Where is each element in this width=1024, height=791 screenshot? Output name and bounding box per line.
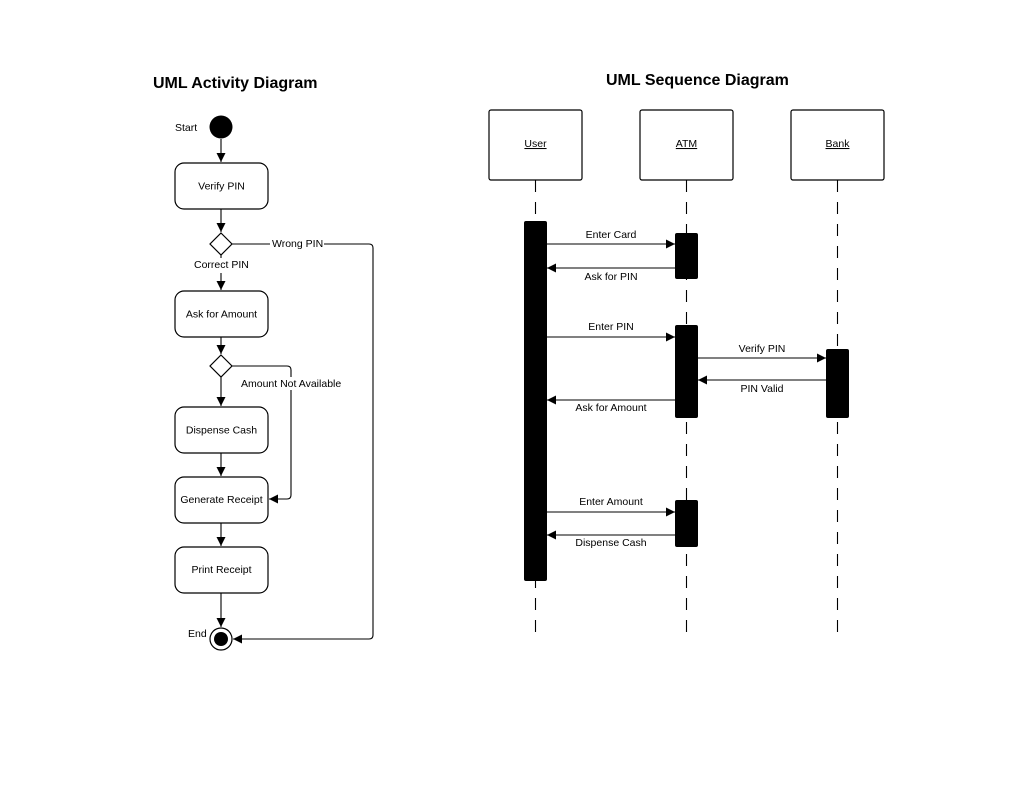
start-label: Start [175, 122, 197, 134]
guard-amount-not-available: Amount Not Available [241, 378, 341, 390]
message-pin-valid-label: PIN Valid [741, 383, 784, 395]
activity-diagram-title: UML Activity Diagram [153, 75, 317, 92]
message-dispense-cash-label: Dispense Cash [575, 537, 646, 549]
action-verify-pin-label: Verify PIN [198, 181, 245, 193]
message-enter-pin-label: Enter PIN [588, 321, 634, 333]
start-node [209, 115, 233, 139]
decision-pin-check [209, 232, 233, 256]
guard-amount-label-bg [240, 377, 343, 390]
message-verify-pin-label: Verify PIN [739, 343, 786, 355]
action-print-receipt-label: Print Receipt [191, 564, 251, 576]
sequence-diagram-title: UML Sequence Diagram [606, 72, 789, 89]
object-atm-label: ATM [676, 138, 697, 150]
message-enter-card-label: Enter Card [586, 229, 637, 241]
guard-wrong-pin: Wrong PIN [272, 238, 323, 250]
flow-wrong-pin-to-end [233, 243, 374, 644]
activation-atm-2 [675, 325, 698, 418]
message-ask-amount-label: Ask for Amount [575, 402, 646, 414]
action-ask-amount-label: Ask for Amount [186, 309, 257, 321]
activation-atm-1 [675, 233, 698, 279]
activation-user [524, 221, 547, 581]
guard-correct-pin: Correct PIN [194, 259, 249, 271]
action-generate-receipt-label: Generate Receipt [180, 494, 262, 506]
object-user-label: User [524, 138, 547, 150]
message-enter-amount-label: Enter Amount [579, 496, 643, 508]
flow-amount-not-available [232, 365, 292, 504]
end-node-dot [214, 632, 228, 646]
end-label: End [188, 628, 207, 640]
object-bank-label: Bank [826, 138, 851, 150]
activation-atm-3 [675, 500, 698, 547]
action-dispense-cash-label: Dispense Cash [186, 425, 257, 437]
message-ask-pin-label: Ask for PIN [584, 271, 637, 283]
activation-bank [826, 349, 849, 418]
decision-amount-check [209, 354, 233, 378]
